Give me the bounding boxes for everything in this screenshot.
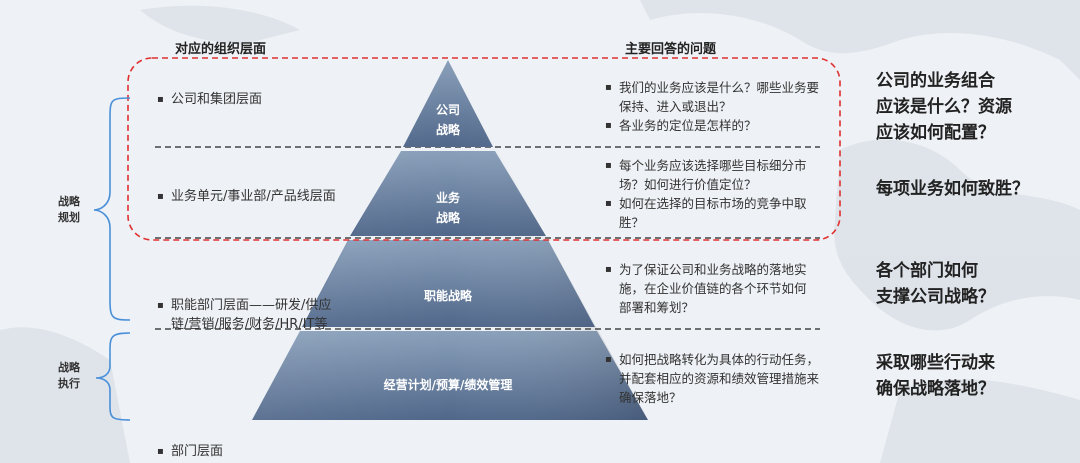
side-brackets xyxy=(93,97,131,421)
big-question-2: 每项业务如何致胜？ xyxy=(876,179,1029,199)
bracket-execution xyxy=(95,332,131,421)
tier-label-corporate: 公司 战略 xyxy=(435,103,460,137)
header-org-level: 对应的组织层面 xyxy=(175,42,267,57)
big-question-3: 各个部门如何 支撑公司战略？ xyxy=(876,261,995,307)
question-4-1: 如何把战略转化为具体的行动任务，并配套相应的资源和绩效管理措施来确保落地？ xyxy=(605,350,825,407)
bracket-planning xyxy=(93,97,131,321)
questions-level-2: 每个业务应该选择哪些目标细分市场？如何进行价值定位？ 如何在选择的目标市场的竞争… xyxy=(605,156,823,232)
big-question-4: 采取哪些行动来 确保战略落地？ xyxy=(876,353,995,399)
questions-level-3: 为了保证公司和业务战略的落地实施，在企业价值链的各个环节如何部署和筹划？ xyxy=(605,260,815,317)
question-3-1: 为了保证公司和业务战略的落地实施，在企业价值链的各个环节如何部署和筹划？ xyxy=(605,260,815,317)
strategy-highlight-box xyxy=(127,57,841,241)
question-2-2: 如何在选择的目标市场的竞争中取胜？ xyxy=(605,194,823,232)
org-level-2: 业务单元/事业部/产品线层面 xyxy=(157,187,356,206)
questions-level-1: 我们的业务应该是什么？哪些业务要保持、进入或退出？ 各业务的定位是怎样的？ xyxy=(605,78,823,135)
org-level-4: 部门层面 xyxy=(157,442,351,461)
side-label-execution: 战略 执行 xyxy=(58,361,80,390)
side-label-planning: 战略 规划 xyxy=(58,195,80,224)
org-level-1: 公司和集团层面 xyxy=(157,90,371,109)
big-question-1: 公司的业务组合 应该是什么？资源 应该如何配置？ xyxy=(876,71,1012,143)
questions-level-4: 如何把战略转化为具体的行动任务，并配套相应的资源和绩效管理措施来确保落地？ xyxy=(605,350,825,407)
tier-label-operations: 经营计划/预算/绩效管理 xyxy=(383,378,513,392)
tier-label-business: 业务 战略 xyxy=(435,191,460,225)
question-2-1: 每个业务应该选择哪些目标细分市场？如何进行价值定位？ xyxy=(605,156,823,194)
question-1-2: 各业务的定位是怎样的？ xyxy=(605,116,823,135)
pyramid xyxy=(252,60,648,420)
org-level-3: 职能部门层面——研发/供应链/营销/服务/财务/HR/IT等 xyxy=(157,296,336,334)
question-1-1: 我们的业务应该是什么？哪些业务要保持、进入或退出？ xyxy=(605,78,823,116)
header-main-questions: 主要回答的问题 xyxy=(625,42,717,57)
tier-label-functional: 职能战略 xyxy=(423,289,472,303)
